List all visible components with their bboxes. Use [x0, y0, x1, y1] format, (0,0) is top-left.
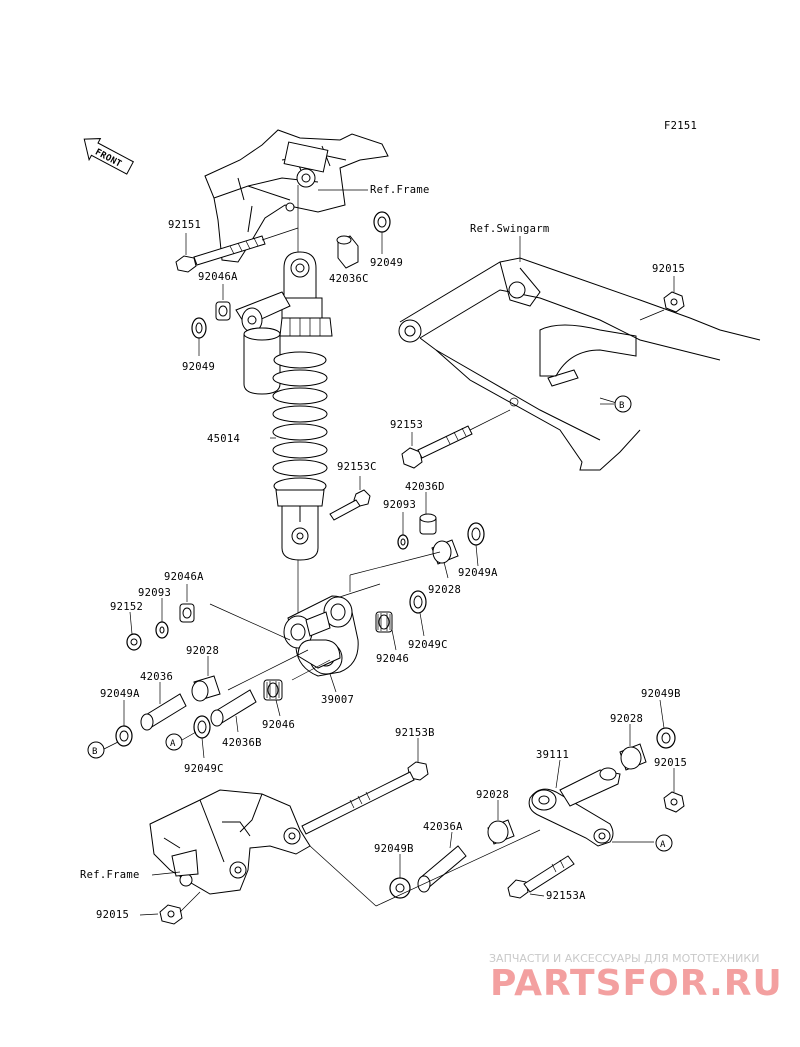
callout-a-right-label: A — [660, 840, 666, 850]
callout-b-upper: B — [614, 395, 632, 413]
callout-b-lower-label: B — [92, 747, 98, 757]
lower-frame-drawing — [149, 789, 311, 895]
part-42036-label: 42036 — [140, 671, 173, 683]
seal-92049-right — [373, 211, 391, 233]
seal-92049A-left — [115, 725, 133, 747]
part-92151-label: 92151 — [168, 219, 201, 231]
seal-92049C-right — [409, 590, 427, 614]
part-92049B-bottom-label: 92049B — [374, 843, 414, 855]
callout-a-left-label: A — [170, 739, 176, 749]
part-92153A-label: 92153A — [546, 890, 586, 902]
watermark-brand-logo: PARTSFOR.RU — [490, 963, 783, 1004]
collar-92028-r2 — [487, 819, 515, 845]
seal-92049B-bottom — [389, 877, 411, 899]
sleeve-42036B — [210, 689, 257, 727]
seal-92049-left — [191, 317, 207, 339]
bolt-92151 — [175, 235, 266, 273]
nut-92015-top — [663, 291, 685, 313]
part-92153-label: 92153 — [390, 419, 423, 431]
callout-a-right: A — [655, 834, 673, 852]
figure-code: F2151 — [664, 120, 697, 132]
part-92046-right-label: 92046 — [376, 653, 409, 665]
swingarm-drawing — [398, 257, 761, 471]
part-42036C-label: 42036C — [329, 273, 369, 285]
bushing-92046A-left — [179, 603, 195, 623]
part-92015-bottom-label: 92015 — [96, 909, 129, 921]
part-92046A-left-label: 92046A — [164, 571, 204, 583]
link-rod-39111 — [528, 767, 621, 847]
callout-b-upper-label: B — [619, 401, 625, 411]
washer-92093-right — [397, 534, 409, 550]
bearing-92046-left — [263, 679, 283, 701]
ref-frame-top-label: Ref.Frame — [370, 184, 430, 196]
seal-92049B-right — [656, 727, 676, 749]
rocker-arm-39007 — [283, 595, 359, 677]
part-92028-left-label: 92028 — [186, 645, 219, 657]
bearing-92046-right — [375, 611, 393, 633]
part-92015-mid-label: 92015 — [654, 757, 687, 769]
watermark-caption: ЗАПЧАСТИ И АКСЕССУАРЫ ДЛЯ МОТОТЕХНИКИ — [489, 952, 759, 965]
part-92049A-right-label: 92049A — [458, 567, 498, 579]
part-92028-r1-label: 92028 — [610, 713, 643, 725]
sleeve-42036D — [419, 513, 437, 535]
part-42036B-label: 42036B — [222, 737, 262, 749]
part-42036A-label: 42036A — [423, 821, 463, 833]
part-92046A-top-label: 92046A — [198, 271, 238, 283]
collar-92028-r1 — [619, 743, 647, 771]
collar-92028-mid — [431, 539, 459, 565]
collar-92028-left — [191, 675, 221, 702]
part-92049C-right-label: 92049C — [408, 639, 448, 651]
washer-92152 — [126, 633, 142, 651]
ref-swingarm-label: Ref.Swingarm — [470, 223, 549, 235]
seal-92049C-left — [193, 715, 211, 739]
washer-92093-left — [155, 621, 169, 639]
sleeve-42036A — [417, 845, 467, 893]
part-92049-left-label: 92049 — [182, 361, 215, 373]
part-39007-label: 39007 — [321, 694, 354, 706]
callout-b-lower: B — [87, 741, 105, 759]
bolt-92153 — [401, 425, 473, 469]
part-92049C-left-label: 92049C — [184, 763, 224, 775]
sleeve-42036 — [140, 693, 187, 731]
part-92049A-left-label: 92049A — [100, 688, 140, 700]
part-92152-label: 92152 — [110, 601, 143, 613]
nut-92015-mid — [663, 791, 685, 813]
front-arrow-icon: FRONT — [83, 138, 135, 175]
part-92153B-label: 92153B — [395, 727, 435, 739]
part-92015-top-label: 92015 — [652, 263, 685, 275]
part-92093-right-label: 92093 — [383, 499, 416, 511]
bolt-92153C — [329, 489, 371, 521]
part-92153C-label: 92153C — [337, 461, 377, 473]
part-42036D-label: 42036D — [405, 481, 445, 493]
part-92049B-right-label: 92049B — [641, 688, 681, 700]
seal-92049A-right — [467, 522, 485, 546]
bolt-92153A — [507, 855, 575, 899]
nut-92015-bottom — [159, 904, 183, 925]
part-92028-r2-label: 92028 — [476, 789, 509, 801]
part-92028-mid-label: 92028 — [428, 584, 461, 596]
shock-absorber-45014 — [235, 251, 333, 561]
upper-frame-drawing — [204, 129, 389, 263]
ref-frame-bottom-label: Ref.Frame — [80, 869, 140, 881]
part-92093-left-label: 92093 — [138, 587, 171, 599]
part-45014-label: 45014 — [207, 433, 240, 445]
sleeve-42036C — [336, 235, 359, 269]
part-39111-label: 39111 — [536, 749, 569, 761]
bushing-92046A-top — [215, 301, 231, 321]
bolt-92153B — [301, 761, 429, 835]
part-92049-right-label: 92049 — [370, 257, 403, 269]
callout-a-left: A — [165, 733, 183, 751]
part-92046-left-label: 92046 — [262, 719, 295, 731]
